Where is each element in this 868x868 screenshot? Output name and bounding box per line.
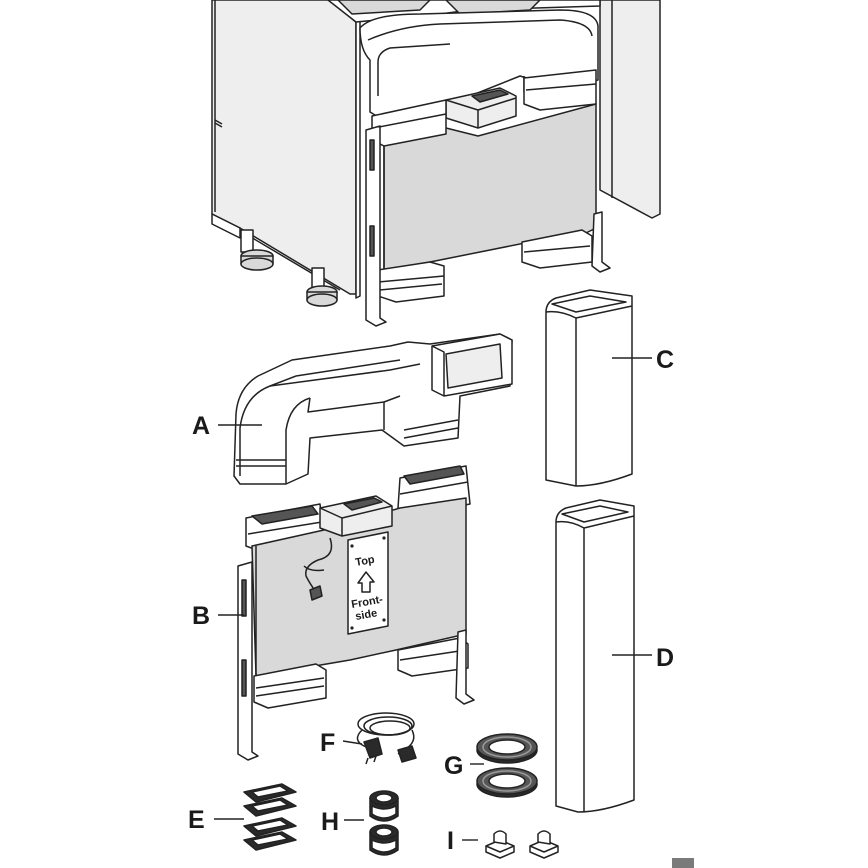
filter-pad-1 bbox=[243, 783, 297, 803]
part-a-duct bbox=[233, 333, 513, 485]
cabinet-foot-left bbox=[240, 229, 274, 271]
cable-plug-left bbox=[363, 737, 383, 759]
assembled-cabinet-illustration bbox=[211, 0, 661, 327]
cabinet-front-panel bbox=[355, 19, 361, 299]
part-h-tape-rolls bbox=[369, 790, 399, 856]
filter-ring-upper bbox=[476, 733, 538, 764]
tape-roll-upper bbox=[369, 790, 399, 822]
frame-bracket-right bbox=[455, 629, 475, 705]
frame-motor-box bbox=[319, 495, 393, 537]
label-up-arrow-icon bbox=[357, 571, 375, 593]
filter-ring-lower bbox=[476, 767, 538, 798]
filter-pad-2 bbox=[243, 797, 297, 817]
label-top: Top bbox=[354, 554, 375, 569]
installed-bracket-right bbox=[591, 211, 611, 273]
label-side: side bbox=[354, 607, 378, 623]
part-f-power-cable bbox=[356, 712, 417, 765]
callout-f-leader bbox=[342, 740, 363, 745]
part-g-filter-rings bbox=[476, 733, 538, 798]
part-i-clips bbox=[485, 830, 559, 859]
installed-lower-socket-left bbox=[377, 261, 445, 303]
clip-right bbox=[529, 830, 559, 859]
cabinet-foot-right bbox=[306, 267, 338, 307]
installed-duct bbox=[359, 9, 599, 119]
label-front: Front- bbox=[350, 594, 384, 611]
clip-left bbox=[485, 830, 515, 859]
callout-e: E bbox=[188, 806, 205, 834]
callout-h: H bbox=[321, 808, 339, 836]
page-corner-marker bbox=[672, 858, 694, 868]
part-b-motor-frame: Top Front- side bbox=[237, 465, 475, 761]
chimney-d-body bbox=[555, 499, 635, 813]
frame-lower-socket-left bbox=[253, 663, 327, 709]
cabinet-right-wall bbox=[599, 0, 661, 219]
installed-bracket-left bbox=[365, 125, 387, 327]
filter-pad-3 bbox=[243, 817, 297, 837]
part-c-short-chimney bbox=[545, 289, 633, 487]
callout-c: C bbox=[656, 346, 674, 374]
frame-cable bbox=[305, 537, 333, 593]
cabinet-bottom bbox=[211, 213, 241, 239]
chimney-c-body bbox=[545, 289, 633, 487]
cabinet-left-side bbox=[211, 0, 357, 295]
callout-f: F bbox=[320, 729, 335, 757]
part-e-filter-pads bbox=[243, 783, 297, 851]
cable-plug-right bbox=[397, 745, 417, 763]
callout-i: I bbox=[447, 827, 454, 855]
callout-b: B bbox=[192, 602, 210, 630]
callout-g: G bbox=[444, 752, 463, 780]
callout-d: D bbox=[656, 644, 674, 672]
callout-a: A bbox=[192, 412, 210, 440]
part-d-long-chimney bbox=[555, 499, 635, 813]
filter-pad-4 bbox=[243, 831, 297, 851]
tape-roll-lower bbox=[369, 824, 399, 856]
cooktop bbox=[337, 0, 431, 15]
